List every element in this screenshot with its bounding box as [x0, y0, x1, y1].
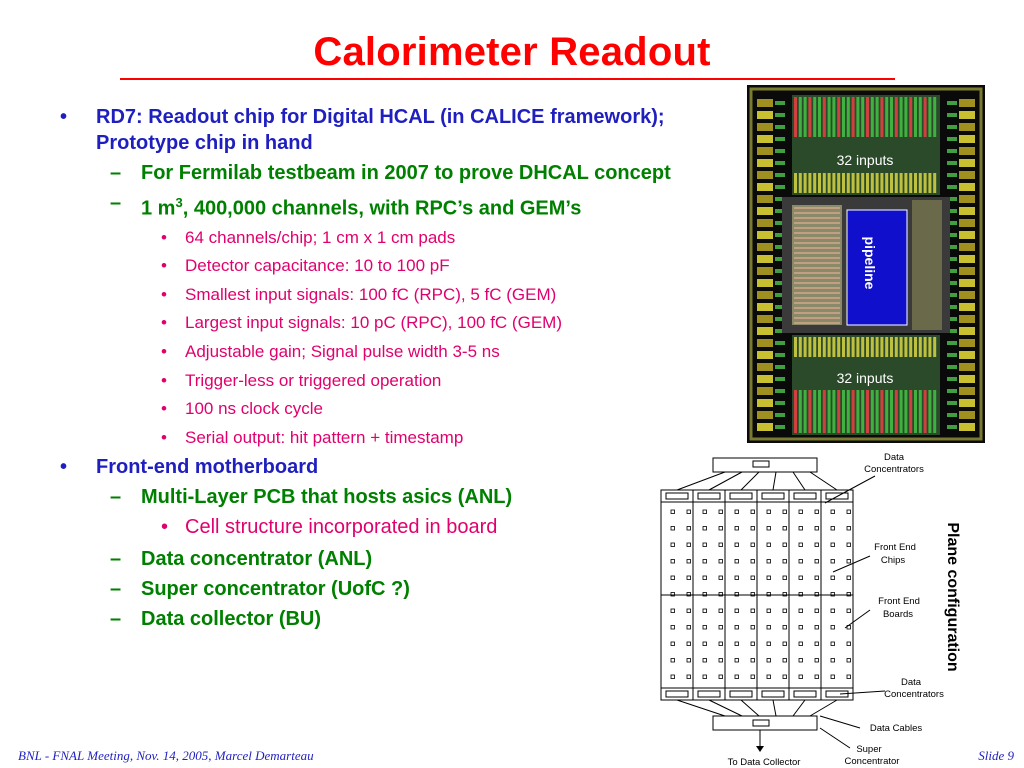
label-fe-boards-2: Boards [883, 609, 913, 620]
bullet-spec: •64 channels/chip; 1 cm x 1 cm pads [161, 227, 456, 247]
title-underline [120, 78, 895, 80]
bullet-spec: •Serial output: hit pattern + timestamp [161, 427, 464, 447]
bullet-spec: •Trigger-less or triggered operation [161, 370, 442, 390]
label-to-data-collector: To Data Collector [728, 757, 801, 768]
label-data-conc-top-1: Data [884, 452, 905, 463]
chip-label-inputs-bottom: 32 inputs [837, 370, 894, 386]
bullet-rd7: •RD7: Readout chip for Digital HCAL (in … [60, 106, 665, 154]
svg-text:Plane configuration: Plane configuration [944, 522, 961, 671]
bullet-volume: –1 m3, 400,000 channels, with RPC’s and … [110, 192, 582, 220]
bullet-spec: •Largest input signals: 10 pC (RPC), 100… [161, 313, 562, 333]
label-data-cables: Data Cables [870, 723, 923, 734]
chip-label-pipeline: pipeline [862, 237, 878, 290]
chip-layout-image: 32 inputs 32 inputs pipeline [747, 85, 985, 443]
bullet-pcb: –Multi-Layer PCB that hosts asics (ANL) [110, 486, 513, 509]
bullet-fermilab: –For Fermilab testbeam in 2007 to prove … [110, 162, 671, 184]
label-data-conc-bot-1: Data [901, 677, 922, 688]
bullet-motherboard: •Front-end motherboard [60, 456, 319, 479]
bullet-spec: •Adjustable gain; Signal pulse width 3-5… [161, 342, 500, 362]
bullet-spec: •Smallest input signals: 100 fC (RPC), 5… [161, 284, 557, 304]
label-fe-boards-1: Front End [878, 596, 920, 607]
label-data-conc-bot-2: Concentrators [884, 689, 944, 700]
footer-slide-number: Slide 9 [978, 748, 1014, 763]
label-data-conc-top-2: Concentrators [864, 464, 924, 475]
bullet-data-collector: –Data collector (BU) [110, 608, 322, 631]
bullet-super-concentrator: –Super concentrator (UofC ?) [110, 578, 410, 601]
footer-meeting: BNL - FNAL Meeting, Nov. 14, 2005, Marce… [18, 748, 314, 763]
plane-configuration-diagram: Data Concentrators Front End Chips Front… [660, 452, 944, 768]
bullet-spec: •Detector capacitance: 10 to 100 pF [161, 256, 450, 276]
chip-label-inputs-top: 32 inputs [837, 152, 894, 168]
label-fe-chips-2: Chips [881, 555, 906, 566]
label-super-1: Super [856, 744, 881, 755]
slide-title: Calorimeter Readout [313, 30, 711, 74]
label-fe-chips-1: Front End [874, 542, 916, 553]
bullet-data-concentrator: –Data concentrator (ANL) [110, 548, 373, 571]
plane-configuration-label: Plane configuration [944, 522, 961, 671]
bullet-spec: •100 ns clock cycle [161, 399, 323, 419]
label-super-2: Concentrator [845, 756, 900, 767]
bullet-cell: •Cell structure incorporated in board [161, 516, 498, 539]
bullet-list: •RD7: Readout chip for Digital HCAL (in … [58, 104, 698, 636]
